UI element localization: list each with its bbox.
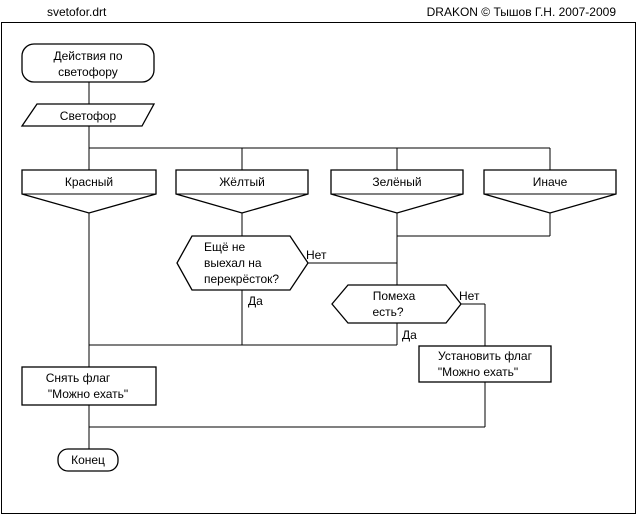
question1-line-3: перекрёсток? <box>204 272 279 286</box>
question1-yes-label: Да <box>248 294 263 308</box>
question1-line-2: выехал на <box>204 256 262 270</box>
diagram-title-terminator <box>21 43 155 83</box>
question2-line-1: Помеха <box>373 289 416 303</box>
file-name: svetofor.drt <box>47 5 107 19</box>
connector-lines <box>88 82 551 449</box>
title-line-1: Действия по <box>53 49 122 63</box>
action-clear-line-1: Снять флаг <box>46 371 111 385</box>
question-not-entered-intersection <box>176 235 309 291</box>
question1-no-label: Нет <box>306 248 327 262</box>
case-yellow-label: Жёлтый <box>219 175 265 189</box>
case-else-label: Иначе <box>533 175 568 189</box>
question2-no-label: Нет <box>459 289 480 303</box>
case-green-label: Зелёный <box>372 175 421 189</box>
question-obstacle <box>331 284 462 324</box>
end-terminator <box>57 448 119 472</box>
case-yellow: Жёлтый <box>175 169 309 214</box>
action-set-flag <box>418 345 552 383</box>
question1-line-1: Ещё не <box>204 240 246 254</box>
action-set-line-1: Установить флаг <box>438 349 533 363</box>
input-label: Светофор <box>60 109 117 123</box>
action-clear-flag <box>21 366 157 406</box>
case-else: Иначе <box>483 169 617 214</box>
case-red: Красный <box>21 169 157 214</box>
input-parallelogram <box>20 103 156 127</box>
case-green: Зелёный <box>330 169 464 214</box>
question2-yes-label: Да <box>402 328 417 342</box>
copyright-text: DRAKON © Тышов Г.Н. 2007-2009 <box>427 5 617 19</box>
action-clear-line-2: "Можно ехать" <box>48 387 128 401</box>
question2-line-2: есть? <box>372 305 403 319</box>
title-line-2: светофору <box>58 65 118 79</box>
end-label: Конец <box>71 453 105 467</box>
diagram-frame <box>1 22 636 514</box>
case-red-label: Красный <box>65 175 113 189</box>
action-set-line-2: "Можно ехать" <box>438 365 518 379</box>
